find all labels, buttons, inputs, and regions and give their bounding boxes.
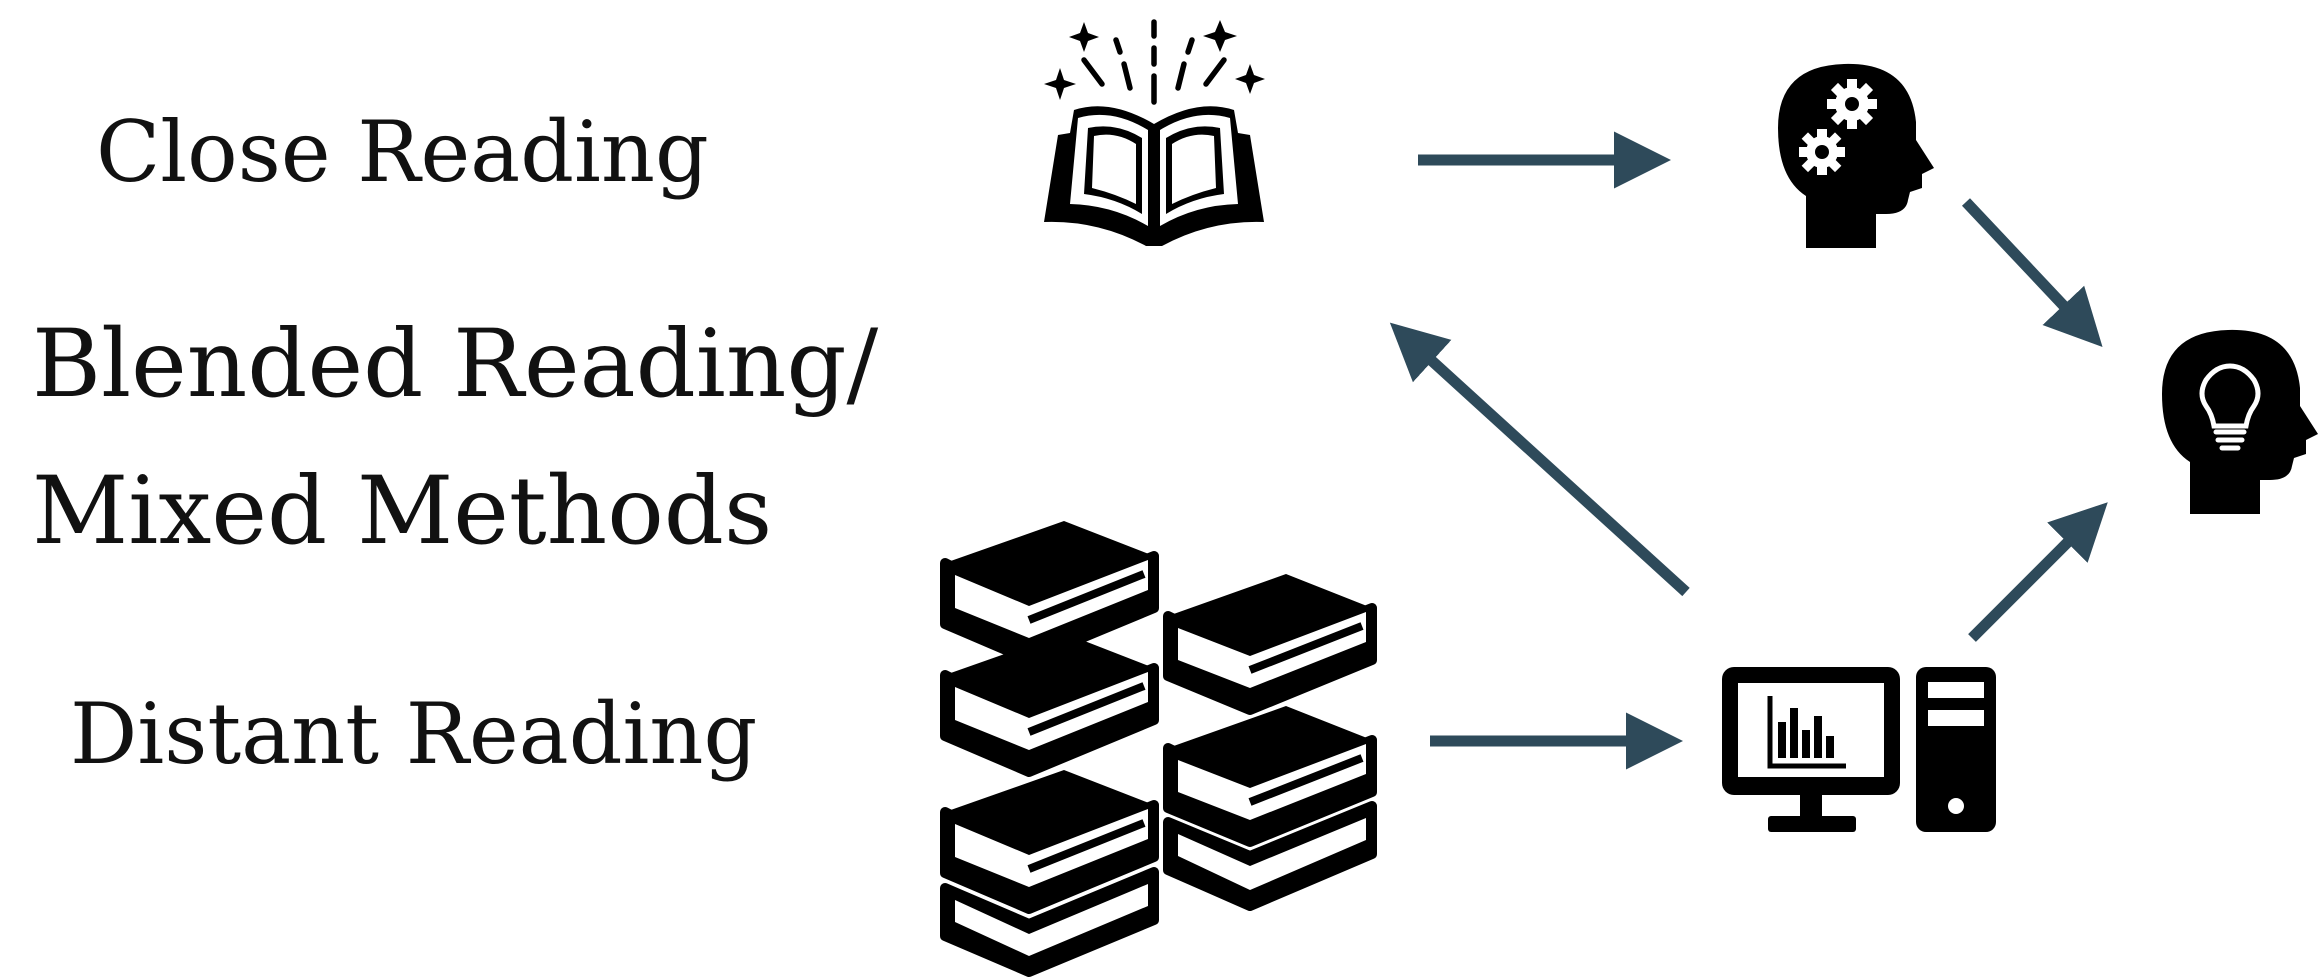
book-stack-left [940, 521, 1159, 665]
arrow-gears-to-lightbulb [1961, 198, 2103, 348]
arrows [1389, 131, 2108, 770]
book-stack-right-bottom [1163, 706, 1377, 911]
open-book-icon [1044, 19, 1265, 246]
head-lightbulb-icon [2162, 329, 2318, 514]
book-stack-left-middle [940, 633, 1159, 777]
book-stack-left-bottom [940, 770, 1159, 977]
book-stacks-icon [940, 521, 1377, 977]
arrow-computer-to-lightbulb [1968, 502, 2108, 642]
mixed-methods-label: Mixed Methods [32, 457, 773, 566]
head-gears-icon [1778, 63, 1934, 248]
computer-chart-icon [1722, 667, 1996, 832]
arrow-computer-to-book [1389, 322, 1690, 597]
close-reading-label: Close Reading [96, 103, 709, 201]
book-stack-right [1163, 574, 1377, 715]
distant-reading-label: Distant Reading [70, 685, 758, 783]
blended-reading-label: Blended Reading/ [32, 310, 879, 419]
